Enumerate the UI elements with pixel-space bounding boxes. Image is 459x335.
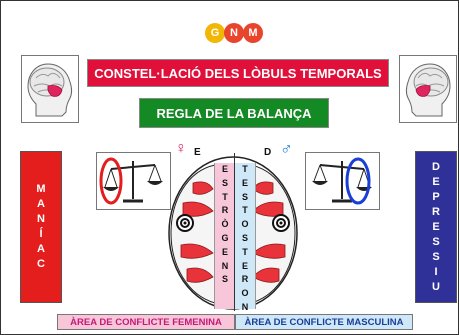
gnm-logo: G N M	[205, 23, 265, 43]
column-letter: S	[221, 274, 228, 285]
head-brain-icon	[27, 63, 72, 117]
column-letter: T	[242, 164, 248, 174]
right-bar-letter: S	[432, 235, 440, 248]
left-side-bar: M A N Í A C	[20, 151, 62, 303]
column-letter: Ò	[221, 219, 229, 230]
right-bar-letter: I	[434, 265, 438, 278]
subtitle-banner: REGLA DE LA BALANÇA	[139, 98, 329, 128]
right-bar-letter: E	[432, 220, 440, 233]
left-head-illustration	[21, 55, 79, 123]
male-conflict-area-label: ÀREA DE CONFLICTE MASCULINA	[235, 314, 413, 330]
left-hemisphere-label: E	[194, 147, 201, 158]
left-scale-box	[96, 152, 171, 210]
page-subtitle: REGLA DE LA BALANÇA	[156, 105, 312, 121]
column-letter: O	[241, 288, 249, 299]
right-bar-letter: P	[432, 190, 440, 203]
right-bar-letter: D	[432, 160, 440, 173]
right-scale-box	[305, 152, 380, 210]
right-target-icon	[272, 214, 290, 232]
balance-scale-icon	[312, 157, 372, 205]
left-bar-letter: A	[37, 243, 45, 255]
title-banner: CONSTEL·LACIÓ DELS LÒBULS TEMPORALS	[87, 59, 389, 87]
testosterona-column: T E S T O S T E R O N A	[235, 163, 256, 326]
left-target-icon	[176, 214, 194, 232]
left-bar-letter: C	[37, 258, 45, 270]
logo-letter-n: N	[224, 23, 244, 43]
column-letter: S	[241, 232, 248, 243]
right-bar-letter: S	[432, 250, 440, 263]
estrogens-column: E S T R Ò G E N S	[214, 163, 235, 309]
left-bar-letter: Í	[39, 228, 43, 240]
left-bar-letter: A	[37, 198, 45, 210]
column-letter: T	[242, 205, 248, 216]
center-divider	[234, 153, 235, 311]
logo-letter-g: G	[205, 23, 225, 43]
left-bar-letter: M	[36, 183, 46, 195]
balance-scale-icon	[99, 157, 163, 205]
male-symbol: ♂	[280, 139, 293, 158]
column-letter: N	[221, 260, 229, 271]
column-letter: N	[241, 301, 249, 312]
column-letter: S	[241, 191, 248, 202]
column-letter: E	[221, 246, 228, 257]
right-hemisphere-label: D	[264, 147, 272, 158]
page-title: CONSTEL·LACIÓ DELS LÒBULS TEMPORALS	[94, 65, 382, 81]
column-letter: E	[241, 260, 248, 271]
left-bar-letter: N	[37, 213, 45, 225]
brain-cross-section	[168, 156, 298, 310]
female-conflict-text: ÀREA DE CONFLICTE FEMENINA	[70, 316, 222, 328]
column-letter: T	[222, 191, 228, 202]
head-brain-icon	[406, 63, 451, 117]
female-symbol: ♀	[175, 140, 187, 157]
right-bar-letter: E	[432, 175, 440, 188]
right-head-illustration	[399, 55, 457, 123]
right-bar-letter: U	[432, 280, 440, 293]
column-letter: E	[241, 177, 248, 188]
right-side-bar: D E P R E S S I U	[415, 151, 457, 303]
column-letter: S	[221, 177, 228, 188]
column-letter: T	[242, 246, 248, 257]
column-letter: G	[221, 232, 229, 243]
column-letter: O	[241, 219, 249, 230]
column-letter: E	[221, 164, 228, 174]
column-letter: R	[241, 274, 249, 285]
right-bar-letter: R	[432, 205, 440, 218]
logo-letter-m: M	[243, 23, 263, 43]
column-letter: R	[221, 205, 229, 216]
male-conflict-text: ÀREA DE CONFLICTE MASCULINA	[244, 316, 404, 328]
female-conflict-area-label: ÀREA DE CONFLICTE FEMENINA	[57, 314, 235, 330]
